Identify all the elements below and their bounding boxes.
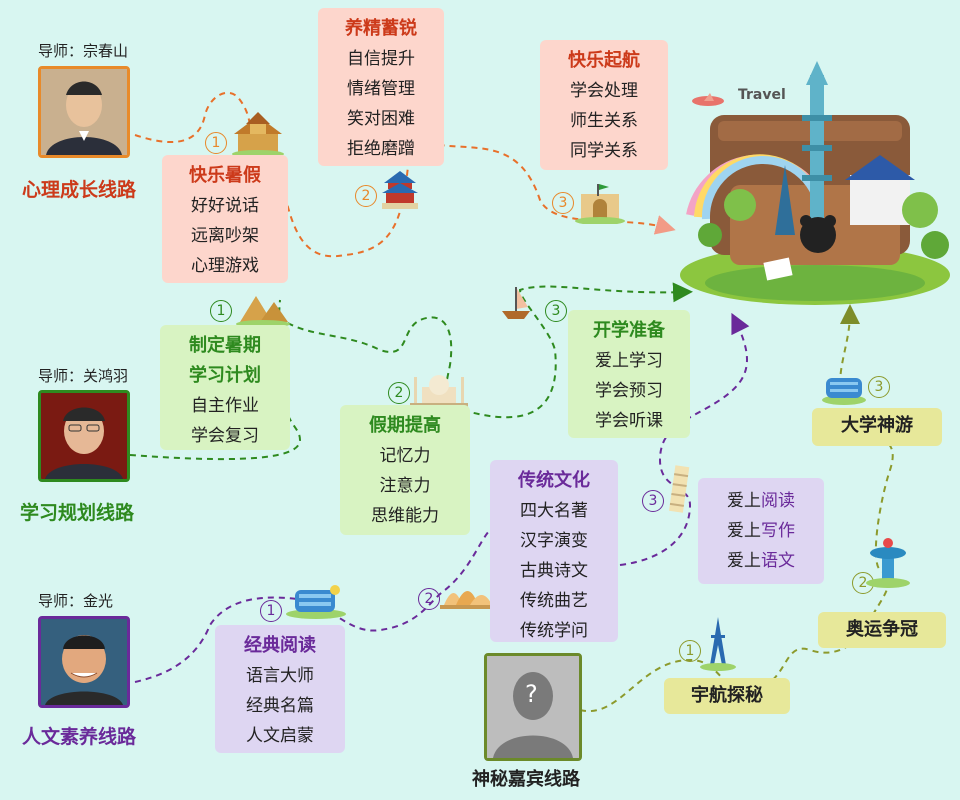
step-item: 爱上写作	[698, 516, 824, 546]
step-item: 远离吵架	[191, 226, 259, 246]
mentor-label: 导师：宗春山	[38, 42, 129, 60]
route-name: 神秘嘉宾线路	[472, 769, 580, 790]
step-item: 学会复习	[191, 426, 259, 446]
temple-icon	[380, 165, 420, 215]
item-prefix: 爱上	[727, 491, 761, 511]
question-mark: ?	[525, 680, 538, 708]
step-title: 快乐暑假	[189, 165, 261, 186]
step-box: 快乐暑假 好好说话 远离吵架 心理游戏	[162, 155, 288, 283]
step-item: 师生关系	[570, 111, 638, 131]
mentor-photo	[38, 390, 130, 482]
route-name: 人文素养线路	[22, 726, 137, 748]
step-number: 1	[210, 300, 232, 322]
travel-destination-illustration: Travel	[670, 55, 955, 305]
step-title: 养精蓄锐	[345, 18, 417, 39]
stadium-icon	[822, 370, 866, 410]
step-item: 人文启蒙	[246, 726, 314, 746]
step-title: 快乐起航	[568, 50, 640, 71]
step-item: 笑对困难	[347, 109, 415, 129]
stage-box: 奥运争冠	[818, 612, 946, 648]
travel-label: Travel	[738, 87, 786, 103]
step-box: 假期提高 记忆力 注意力 思维能力	[340, 405, 470, 535]
step-item-text: 爱上阅读	[727, 491, 795, 511]
boat-icon	[496, 285, 536, 325]
mentor-label: 导师：关鸿羽	[38, 367, 129, 385]
step-item: 古典诗文	[520, 561, 588, 581]
step-box: 开学准备 爱上学习 学会预习 学会听课	[568, 310, 690, 438]
item-subject: 写作	[761, 521, 795, 541]
step-number: 1	[260, 600, 282, 622]
step-title: 假期提高	[369, 415, 441, 436]
step-item: 注意力	[379, 476, 431, 496]
step-item: 学会预习	[595, 381, 663, 401]
step-item-text: 爱上语文	[727, 551, 795, 571]
route-name: 学习规划线路	[20, 502, 135, 524]
step-item: 好好说话	[191, 196, 259, 216]
step-item: 语言大师	[246, 666, 314, 686]
step-item: 传统学问	[520, 621, 588, 641]
item-subject: 阅读	[761, 491, 795, 511]
mentor-label: 导师：金光	[38, 592, 114, 610]
step-item: 自主作业	[191, 396, 259, 416]
mentor-photo	[38, 66, 130, 158]
castle-icon	[232, 108, 284, 160]
stage-box: 大学神游	[812, 408, 942, 446]
step-title: 学习计划	[189, 365, 261, 386]
step-box: 快乐起航 学会处理 师生关系 同学关系	[540, 40, 668, 170]
item-prefix: 爱上	[727, 521, 761, 541]
step-number: 3	[868, 376, 890, 398]
step-item: 记忆力	[379, 446, 431, 466]
step-box: 制定暑期 学习计划 自主作业 学会复习	[160, 325, 290, 450]
step-title: 开学准备	[593, 320, 665, 341]
step-title: 传统文化	[518, 470, 590, 491]
step-number: 1	[205, 132, 227, 154]
step-number: 3	[552, 192, 574, 214]
step-item-text: 爱上写作	[727, 521, 795, 541]
opera-house-icon	[440, 575, 496, 615]
item-prefix: 爱上	[727, 551, 761, 571]
step-item: 爱上语文	[698, 546, 824, 576]
step-item: 爱上阅读	[698, 486, 824, 516]
step-box: 经典阅读 语言大师 经典名篇 人文启蒙	[215, 625, 345, 753]
step-title: 制定暑期	[189, 335, 261, 356]
step-item: 爱上学习	[595, 351, 663, 371]
psych-route-path-2	[284, 136, 676, 258]
step-box: 爱上阅读 爱上写作 爱上语文	[698, 478, 824, 584]
stage-box: 宇航探秘	[664, 678, 790, 714]
mystery-route-path-2	[839, 304, 860, 386]
step-box: 养精蓄锐 自信提升 情绪管理 笑对困难 拒绝磨蹭	[318, 8, 444, 166]
step-item: 拒绝磨蹭	[347, 139, 415, 159]
step-item: 经典名篇	[246, 696, 314, 716]
step-item: 心理游戏	[191, 256, 259, 276]
fountain-icon	[866, 535, 910, 593]
step-item: 学会处理	[570, 81, 638, 101]
mentor-photo	[38, 616, 130, 708]
step-number: 2	[388, 382, 410, 404]
step-box: 传统文化 四大名著 汉字演变 古典诗文 传统曲艺 传统学问	[490, 460, 618, 642]
step-item: 同学关系	[570, 141, 638, 161]
step-number: 1	[679, 640, 701, 662]
item-subject: 语文	[761, 551, 795, 571]
step-item: 学会听课	[595, 411, 663, 431]
step-item: 汉字演变	[520, 531, 588, 551]
step-item: 自信提升	[347, 49, 415, 69]
stadium-icon	[285, 580, 347, 624]
route-name: 心理成长线路	[22, 179, 137, 201]
guest-avatar: ?	[484, 653, 582, 761]
step-title: 经典阅读	[244, 635, 316, 656]
leaning-tower-icon	[664, 460, 694, 520]
step-number: 3	[545, 300, 567, 322]
step-item: 传统曲艺	[520, 591, 588, 611]
gate-icon	[575, 180, 625, 228]
airplane-icon	[690, 91, 726, 115]
step-item: 四大名著	[520, 501, 588, 521]
step-number: 3	[642, 490, 664, 512]
step-number: 2	[418, 588, 440, 610]
humanities-route-path-2	[619, 312, 750, 566]
step-item: 思维能力	[371, 506, 439, 526]
step-item: 情绪管理	[347, 79, 415, 99]
eiffel-tower-icon	[700, 615, 736, 675]
step-number: 2	[355, 185, 377, 207]
